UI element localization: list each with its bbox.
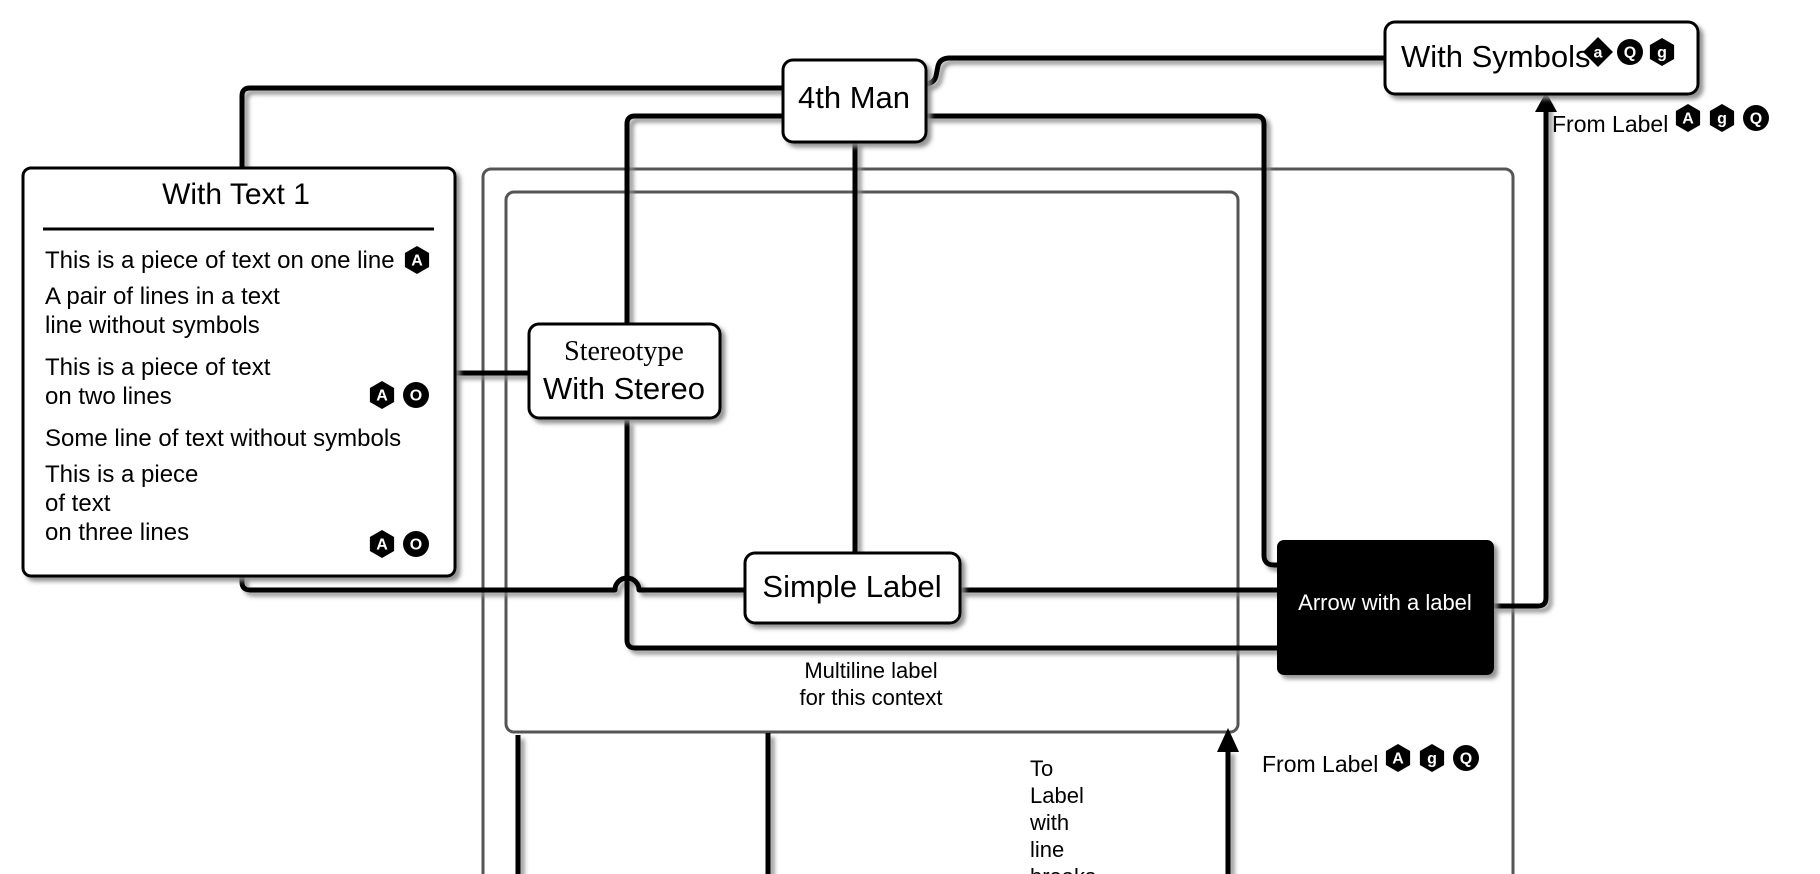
symbol-g-icon: g	[1709, 104, 1735, 132]
with-text-1-row-line: of text	[45, 490, 111, 517]
symbol-A-icon: A	[404, 246, 430, 274]
container-outer	[481, 167, 1515, 874]
multiline-label-line: for this context	[799, 685, 942, 710]
edge-4th-man-to-with-symbols[interactable]	[923, 55, 1385, 87]
node-4th-man[interactable]: 4th Man	[781, 58, 928, 144]
symbol-Q-glyph: Q	[1460, 750, 1472, 767]
node-with-text-1[interactable]: With Text 1 This is a piece of text on o…	[21, 166, 457, 578]
edge-4th-man-to-arrow[interactable]	[924, 113, 1280, 568]
symbol-A-icon: A	[369, 530, 395, 558]
arrowheads	[1217, 92, 1557, 752]
with-symbols-label: With Symbols	[1401, 39, 1590, 74]
with-text-1-row-line: on two lines	[45, 383, 172, 410]
symbol-Q-icon: Q	[1453, 745, 1479, 771]
node-with-stereo[interactable]: Stereotype With Stereo	[527, 322, 722, 420]
symbol-O-glyph: O	[410, 536, 422, 553]
symbol-A-icon: A	[1675, 104, 1701, 132]
from-label-bottom-text: From Label	[1262, 751, 1378, 777]
from-label-top-text: From Label	[1552, 111, 1668, 137]
with-text-1-title: With Text 1	[162, 178, 310, 211]
symbol-a-glyph: a	[1594, 44, 1603, 61]
symbol-a-icon: a	[1583, 37, 1613, 67]
multiline-label-line: Multiline label	[804, 658, 937, 683]
symbol-A-icon: A	[369, 381, 395, 409]
container-inner	[504, 190, 1240, 734]
arrowhead-inner-container	[1217, 728, 1239, 752]
with-text-1-row-line: Some line of text without symbols	[45, 425, 401, 452]
edge-stereo-loop[interactable]	[624, 113, 785, 332]
symbol-A-glyph: A	[1392, 750, 1404, 767]
symbol-Q-icon: Q	[1743, 105, 1769, 131]
with-stereo-label: With Stereo	[543, 371, 705, 406]
symbol-A-glyph: A	[376, 387, 388, 404]
node-arrow-with-a-label[interactable]: Arrow with a label	[1277, 540, 1494, 675]
arrowhead-with-symbols	[1535, 92, 1557, 112]
symbol-A-glyph: A	[411, 252, 423, 269]
edge-stereo-to-arrow[interactable]	[624, 420, 1280, 651]
symbol-g-glyph: g	[1427, 750, 1437, 767]
simple-label-text: Simple Label	[762, 569, 941, 604]
symbol-A-glyph: A	[1682, 110, 1694, 127]
symbol-O-icon: O	[403, 531, 429, 557]
with-text-1-row-line: A pair of lines in a text	[45, 283, 280, 310]
symbol-g-icon: g	[1649, 38, 1675, 66]
to-label-line: Label	[1030, 783, 1084, 808]
symbol-O-icon: O	[403, 382, 429, 408]
node-simple-label[interactable]: Simple Label	[743, 551, 962, 625]
symbol-Q-icon: Q	[1617, 39, 1643, 65]
with-text-1-row: This is a piece of text on one line A	[45, 246, 430, 274]
with-text-1-row-line: This is a piece	[45, 461, 198, 488]
to-label-line: To	[1030, 756, 1053, 781]
4th-man-label: 4th Man	[798, 80, 910, 115]
with-text-1-row-line: line without symbols	[45, 312, 260, 339]
with-text-1-row: Some line of text without symbols	[45, 425, 401, 452]
symbol-g-icon: g	[1419, 744, 1445, 772]
edge-with-text-to-4th-man[interactable]	[239, 85, 785, 170]
symbol-O-glyph: O	[410, 387, 422, 404]
with-text-1-row-line: on three lines	[45, 519, 189, 546]
with-text-1-row-line: This is a piece of text	[45, 354, 271, 381]
stereotype-label: Stereotype	[564, 336, 684, 367]
to-label-line: with	[1029, 810, 1069, 835]
edges	[239, 55, 1549, 874]
symbol-Q-glyph: Q	[1750, 110, 1762, 127]
symbol-g-glyph: g	[1717, 110, 1727, 127]
to-label-line: line	[1030, 837, 1064, 862]
symbol-A-glyph: A	[376, 536, 388, 553]
with-text-1-row-line: This is a piece of text on one line	[45, 247, 395, 274]
edge-arrow-to-with-symbols[interactable]	[1492, 100, 1549, 609]
symbol-g-glyph: g	[1657, 44, 1667, 61]
to-label-line: breaks	[1030, 864, 1096, 874]
symbol-Q-glyph: Q	[1624, 44, 1636, 61]
symbol-A-icon: A	[1385, 744, 1411, 772]
arrow-with-a-label-text: Arrow with a label	[1298, 590, 1472, 615]
edge-with-text-to-simple-label[interactable]	[239, 575, 745, 593]
